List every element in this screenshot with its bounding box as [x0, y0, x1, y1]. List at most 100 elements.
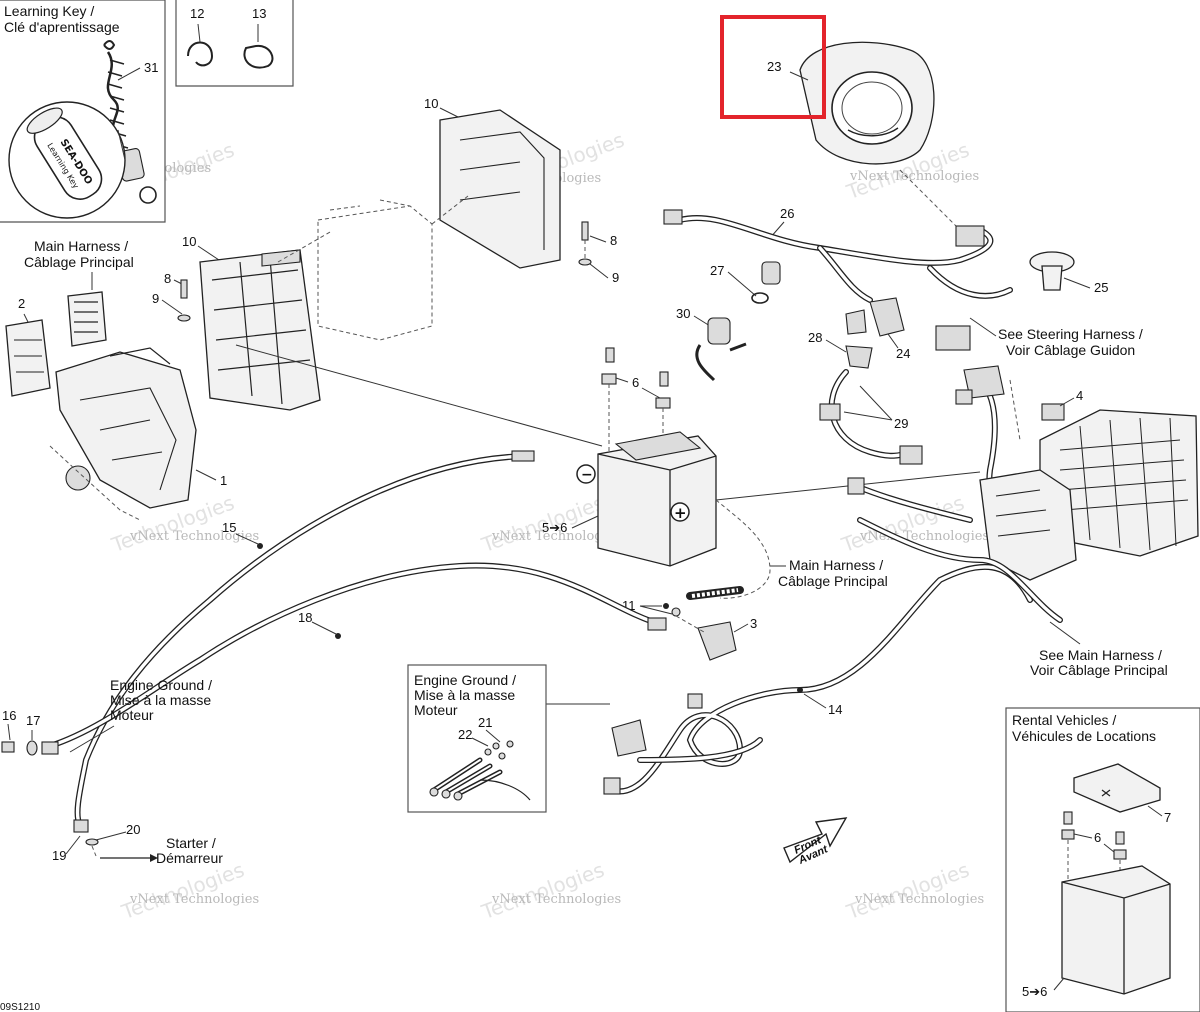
negative-terminal-icon [576, 464, 596, 484]
dashed-guide [277, 195, 469, 263]
harness-bracket-icon [55, 351, 197, 509]
lanyard-clip [103, 40, 116, 50]
nut-6-icon [655, 397, 671, 409]
bracket-detail [109, 347, 171, 365]
nut-11-icon [671, 607, 681, 617]
part-label-15: 15 [222, 520, 236, 535]
harness-plug-icon [663, 209, 683, 225]
cable-marker [335, 633, 341, 639]
part-label-10: 10 [182, 234, 196, 249]
clip-13-icon [243, 44, 274, 69]
switch-body-icon [761, 261, 781, 285]
leader-line [95, 831, 127, 841]
starter-relay-icon [697, 621, 737, 661]
leader-line [1053, 977, 1065, 991]
part-label-6: 6 [632, 375, 639, 390]
watermark-back: Technologies [478, 857, 608, 924]
part-label-16: 16 [2, 708, 16, 723]
part-label-8: 8 [610, 233, 617, 248]
rental-battery-icon [1061, 865, 1171, 995]
dashed-guide [675, 615, 705, 633]
engine-ground-label-3: Moteur [110, 707, 154, 723]
part-label-14: 14 [828, 702, 842, 717]
leader-line [197, 23, 259, 43]
battery-ghost-outline [317, 205, 433, 341]
ground-lug-icon [453, 791, 463, 801]
see-main-harness-label-2: Voir Câblage Principal [1030, 662, 1168, 678]
harness-29-wire-inner [830, 370, 912, 458]
part-label-battery: 5➔6 [542, 520, 567, 535]
ecm-case-grid [211, 257, 311, 405]
cables: 15 18 Engine Ground / Mise à la masse Mo… [1, 450, 667, 866]
ecm-tab [261, 249, 301, 267]
harness-26-wire [677, 215, 994, 266]
harness-29-wire [828, 369, 913, 459]
front-arrow-icon [783, 817, 848, 864]
steering-harness-label-2: Voir Câblage Guidon [1006, 342, 1135, 358]
main-harness-left-label-2: Câblage Principal [24, 254, 134, 270]
part-label-29: 29 [894, 416, 908, 431]
part-label-17: 17 [26, 713, 40, 728]
part-label-rental-battery: 5➔6 [1022, 984, 1047, 999]
washer-9-icon [578, 258, 592, 266]
relay-module-icon [5, 319, 51, 397]
leader-line [7, 723, 33, 741]
battery-icon [597, 435, 717, 567]
screw-6-icon [1115, 831, 1125, 845]
screw-8-icon [581, 221, 589, 241]
sensor-24b-icon [845, 309, 867, 335]
leader-line [733, 623, 749, 633]
part-label-24: 24 [896, 346, 910, 361]
gauge-cluster[interactable]: 23 [720, 15, 961, 231]
battery-tray-top: 10 8 9 [277, 96, 619, 341]
watermark-text: vNext Technologies [849, 169, 979, 184]
harness-connector-icon [935, 325, 971, 351]
learning-key-title-1: Learning Key / [4, 3, 94, 19]
part-label-26: 26 [780, 206, 794, 221]
part-label-7: 7 [1164, 810, 1171, 825]
main-harness-left-label-1: Main Harness / [34, 238, 128, 254]
cable-marker [797, 687, 803, 693]
fuse-holder-ribs [691, 588, 739, 598]
solenoid-connector-icon [65, 465, 91, 491]
diagram-code: 09S1210 [0, 1002, 40, 1012]
harness-connector-icon [847, 477, 865, 495]
ecm-housing-left: 10 8 9 [152, 234, 321, 411]
bracket-28-icon [845, 345, 873, 369]
part-label-23: 23 [767, 59, 781, 74]
leader-line [825, 339, 847, 353]
inset-frame [407, 664, 547, 813]
key-ring [139, 186, 157, 204]
watermark-text: vNext Technologies [491, 529, 621, 544]
nut-6-icon [1113, 849, 1127, 860]
cover-7-mark [1101, 789, 1111, 797]
positive-cable: Main Harness / Câblage Principal 3 11 [622, 499, 888, 661]
gauge-bezel-line [847, 127, 899, 137]
battery-ghost-terminals [329, 199, 411, 211]
part-label-20: 20 [126, 822, 140, 837]
fuse-slots [74, 301, 98, 333]
inset-rental: Rental Vehicles / Véhicules de Locations… [1005, 707, 1200, 1012]
leader-line [1073, 833, 1115, 853]
cable-lug [73, 819, 89, 833]
leader-line [195, 469, 217, 481]
harness-14-branch-inner [638, 738, 762, 762]
leader-line [1063, 277, 1091, 289]
part-label-25: 25 [1094, 280, 1108, 295]
watermark-text: vNext Technologies [854, 892, 984, 907]
watermark-back: Technologies [843, 857, 973, 924]
part-label-21: 21 [478, 715, 492, 730]
engine-ground-label-2: Mise à la masse [110, 692, 211, 708]
leader-line [23, 313, 29, 323]
key-post-30-icon [707, 317, 731, 345]
leader-line [727, 271, 757, 297]
ground-straps-inner [433, 759, 501, 795]
part-label-9: 9 [612, 270, 619, 285]
electrical-box-detail [995, 489, 1051, 537]
starter-label-2: Démarreur [156, 850, 223, 866]
bolt-21-icon [492, 742, 500, 750]
part-label-27: 27 [710, 263, 724, 278]
main-harness-center-label-2: Câblage Principal [778, 573, 888, 589]
part-label-8: 8 [164, 271, 171, 286]
harness-clip-icon [687, 693, 703, 709]
